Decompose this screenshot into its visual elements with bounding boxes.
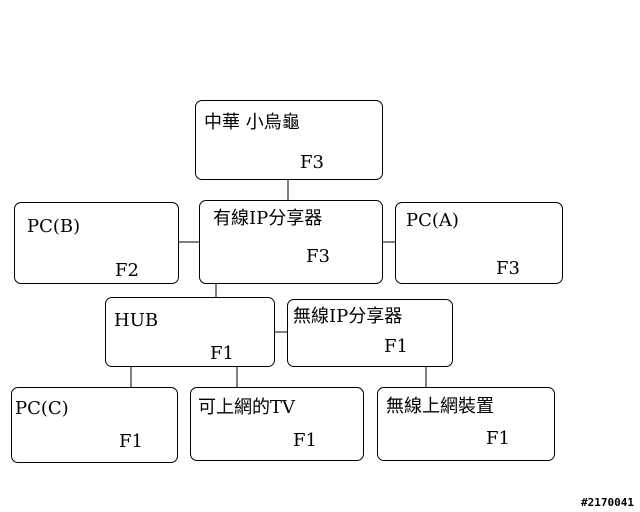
node-name: 無線IP分享器 — [293, 306, 403, 327]
node-name: PC(B) — [27, 216, 81, 237]
node-floor: F1 — [293, 430, 317, 451]
node-wired-router: 有線IP分享器 F3 — [199, 200, 383, 284]
node-name: HUB — [114, 310, 159, 331]
node-name: 中華 小烏龜 — [204, 112, 300, 133]
node-pc-a: PC(A) F3 — [395, 202, 563, 284]
node-floor: F1 — [210, 343, 234, 364]
node-hub: HUB F1 — [105, 297, 275, 367]
node-name: 有線IP分享器 — [213, 208, 323, 229]
node-turtle-modem: 中華 小烏龜 F3 — [195, 100, 383, 180]
node-floor: F1 — [384, 336, 408, 357]
node-internet-tv: 可上網的TV F1 — [190, 387, 364, 461]
node-floor: F2 — [115, 260, 139, 281]
node-name: 無線上網裝置 — [386, 396, 494, 417]
image-id-watermark: #2170041 — [581, 496, 634, 509]
node-name: 可上網的TV — [198, 397, 296, 418]
node-pc-b: PC(B) F2 — [14, 202, 179, 284]
node-name: PC(C) — [15, 398, 69, 419]
node-floor: F3 — [306, 246, 330, 267]
node-floor: F3 — [300, 152, 324, 173]
node-wireless-device: 無線上網裝置 F1 — [377, 387, 555, 461]
node-floor: F1 — [119, 431, 143, 452]
node-pc-c: PC(C) F1 — [11, 387, 178, 463]
node-floor: F3 — [496, 258, 520, 279]
node-floor: F1 — [486, 428, 510, 449]
node-wireless-router: 無線IP分享器 F1 — [287, 299, 453, 367]
node-name: PC(A) — [406, 210, 459, 231]
